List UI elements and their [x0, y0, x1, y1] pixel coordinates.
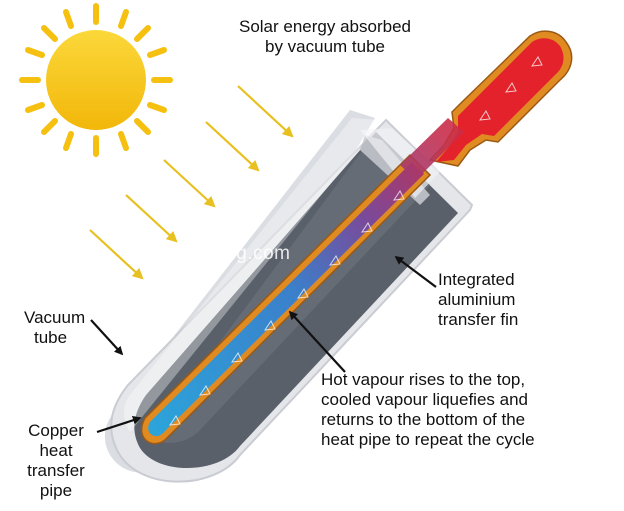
pointer-arrow-icon	[288, 310, 346, 373]
vacuum-tube-label: Vacuum tube	[24, 308, 85, 348]
vacuum-label-line: tube	[34, 328, 68, 347]
fin-label: Integrated aluminium transfer fin	[438, 270, 518, 330]
pointer-arrow-icon	[90, 319, 124, 356]
vapour-label-line: Hot vapour rises to the top,	[321, 370, 526, 389]
copper-heat-pipe	[140, 30, 573, 445]
sun-ray-arrow-icon	[163, 159, 216, 208]
fin-label-line: Integrated	[438, 270, 515, 289]
sun-ray-arrow-icon	[125, 194, 178, 243]
sun-icon	[19, 3, 173, 157]
pointer-arrow-icon	[96, 415, 142, 434]
copper-label-line: heat	[39, 441, 73, 460]
copper-pipe-label: Copper heat transfer pipe	[14, 421, 98, 501]
sun-ray-arrow-icon	[237, 85, 294, 138]
diagram-title: Solar energy absorbed by vacuum tube	[214, 17, 436, 57]
vapour-label-line: cooled vapour liquefies and	[321, 390, 528, 409]
watermark: cnhnbg.com	[182, 243, 291, 264]
copper-label-line: transfer	[27, 461, 85, 480]
sun-ray-arrows	[89, 85, 294, 280]
fin-label-line: transfer fin	[438, 310, 519, 329]
vacuum-label-line: Vacuum	[24, 308, 86, 327]
sun-ray-arrow-icon	[89, 229, 144, 280]
copper-label-line: Copper	[28, 421, 84, 440]
pointer-arrow-icon	[394, 255, 437, 288]
fin-label-line: aluminium	[438, 290, 516, 309]
sun-ray-arrow-icon	[205, 121, 260, 172]
title-line: by vacuum tube	[264, 37, 385, 56]
title-line: Solar energy absorbed	[238, 17, 411, 36]
vapour-label-line: heat pipe to repeat the cycle	[321, 430, 535, 449]
vapour-cycle-label: Hot vapour rises to the top, cooled vapo…	[321, 370, 611, 450]
copper-label-line: pipe	[39, 481, 73, 500]
pointer-arrows	[90, 255, 437, 434]
vapour-label-line: returns to the bottom of the	[321, 410, 526, 429]
